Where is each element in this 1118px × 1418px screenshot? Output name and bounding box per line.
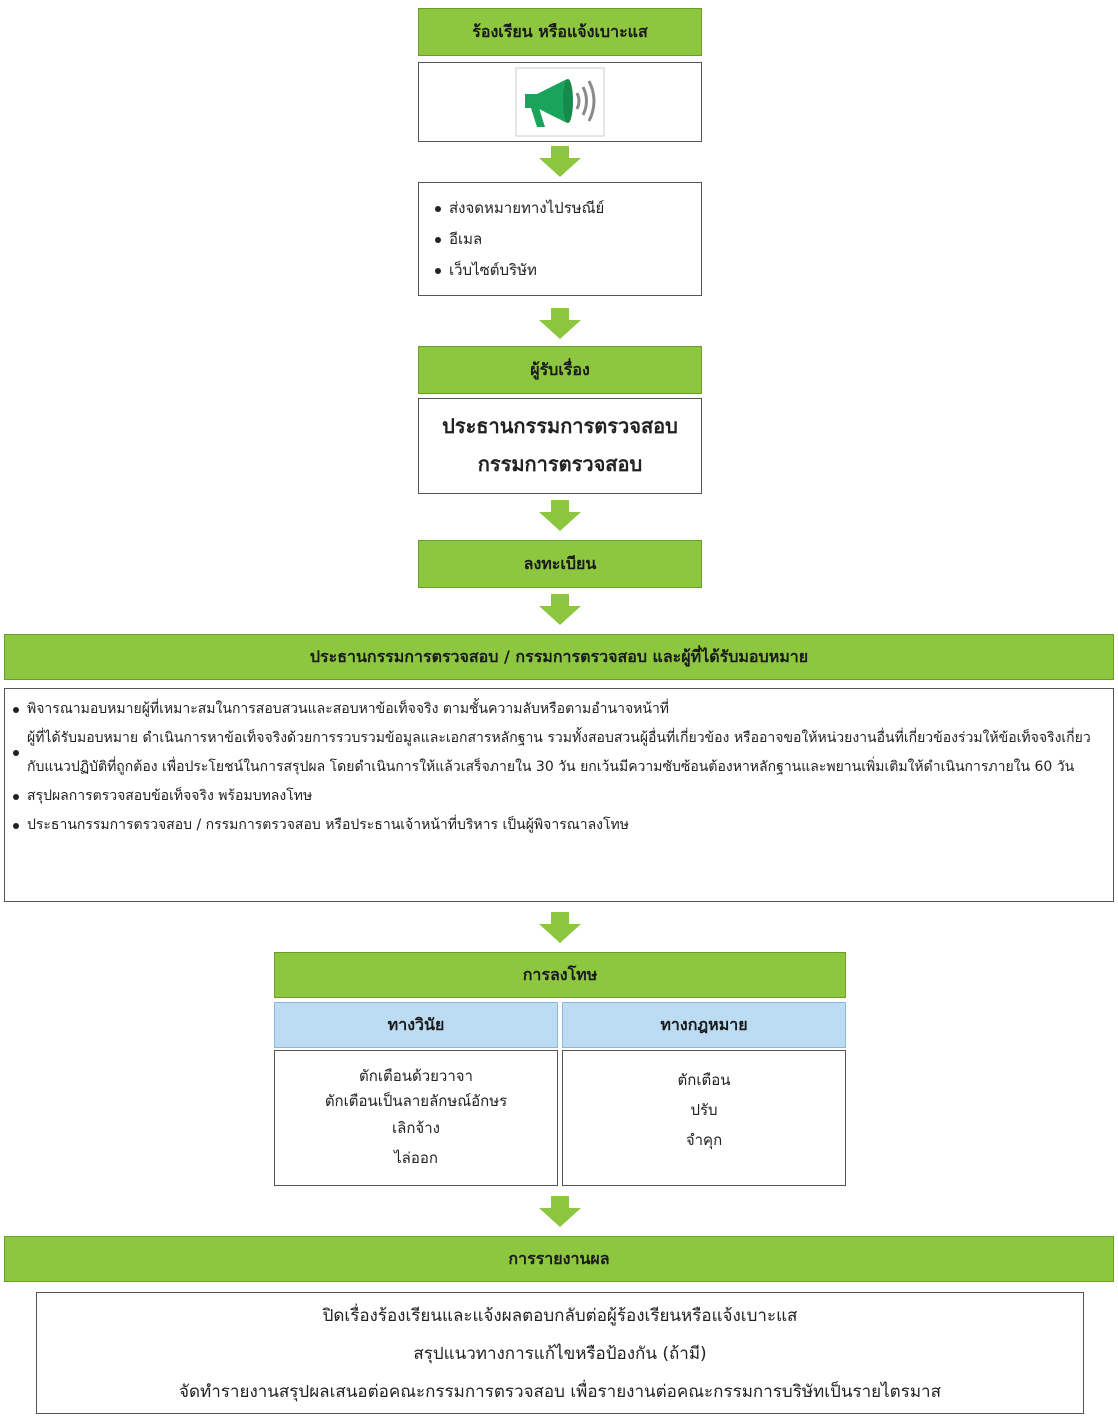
- assignee-header: ประธานกรรมการตรวจสอบ / กรรมการตรวจสอบ แล…: [4, 634, 1114, 680]
- report-line: ปิดเรื่องร้องเรียนและแจ้งผลตอบกลับต่อผู้…: [322, 1306, 798, 1326]
- receiver-line: กรรมการตรวจสอบ: [477, 452, 643, 476]
- report-title: การรายงานผล: [508, 1248, 610, 1268]
- disciplinary-item: ไล่ออก: [394, 1149, 438, 1167]
- megaphone-box: [418, 62, 702, 142]
- legal-item: ปรับ: [690, 1101, 718, 1119]
- down-arrow-icon: [539, 308, 581, 339]
- down-arrow-icon: [539, 500, 581, 531]
- process-item: ผู้ที่ได้รับมอบหมาย ดำเนินการหาข้อเท็จจร…: [11, 724, 1103, 782]
- penalty-header: การลงโทษ: [274, 952, 846, 998]
- complaint-title: ร้องเรียน หรือแจ้งเบาะแส: [472, 21, 648, 41]
- register-header: ลงทะเบียน: [418, 540, 702, 588]
- legal-item: ตักเตือน: [677, 1071, 731, 1089]
- legal-header: ทางกฎหมาย: [562, 1002, 846, 1048]
- legal-box: ตักเตือน ปรับ จำคุก: [562, 1050, 846, 1186]
- receiver-header: ผู้รับเรื่อง: [418, 346, 702, 394]
- receiver-box: ประธานกรรมการตรวจสอบ กรรมการตรวจสอบ: [418, 398, 702, 494]
- process-item: สรุปผลการตรวจสอบข้อเท็จจริง พร้อมบทลงโทษ: [11, 782, 1103, 811]
- channel-item: อีเมล: [433, 224, 701, 255]
- disciplinary-title: ทางวินัย: [387, 1014, 445, 1034]
- channel-item: ส่งจดหมายทางไปรษณีย์: [433, 193, 701, 224]
- disciplinary-item: ตักเตือนด้วยวาจา: [359, 1067, 473, 1085]
- disciplinary-item: ตักเตือนเป็นลายลักษณ์อักษร: [324, 1092, 508, 1110]
- down-arrow-icon: [539, 1196, 581, 1227]
- assignee-title: ประธานกรรมการตรวจสอบ / กรรมการตรวจสอบ แล…: [309, 646, 809, 666]
- report-header: การรายงานผล: [4, 1236, 1114, 1282]
- process-item: พิจารณามอบหมายผู้ที่เหมาะสมในการสอบสวนแล…: [11, 695, 1103, 724]
- channels-list: ส่งจดหมายทางไปรษณีย์ อีเมล เว็บไซต์บริษั…: [433, 193, 701, 286]
- register-title: ลงทะเบียน: [523, 553, 597, 573]
- report-line: สรุปแนวทางการแก้ไขหรือป้องกัน (ถ้ามี): [413, 1344, 707, 1364]
- receiver-title: ผู้รับเรื่อง: [530, 359, 590, 379]
- process-box: พิจารณามอบหมายผู้ที่เหมาะสมในการสอบสวนแล…: [4, 688, 1114, 902]
- channels-box: ส่งจดหมายทางไปรษณีย์ อีเมล เว็บไซต์บริษั…: [418, 182, 702, 296]
- megaphone-icon: [515, 67, 605, 137]
- down-arrow-icon: [539, 146, 581, 177]
- report-line: จัดทำรายงานสรุปผลเสนอต่อคณะกรรมการตรวจสอ…: [179, 1382, 941, 1402]
- down-arrow-icon: [539, 912, 581, 943]
- complaint-header: ร้องเรียน หรือแจ้งเบาะแส: [418, 8, 702, 56]
- penalty-title: การลงโทษ: [522, 964, 598, 984]
- legal-title: ทางกฎหมาย: [660, 1014, 748, 1034]
- receiver-line: ประธานกรรมการตรวจสอบ: [442, 414, 678, 438]
- disciplinary-box: ตักเตือนด้วยวาจา ตักเตือนเป็นลายลักษณ์อั…: [274, 1050, 558, 1186]
- process-list: พิจารณามอบหมายผู้ที่เหมาะสมในการสอบสวนแล…: [11, 695, 1103, 840]
- disciplinary-header: ทางวินัย: [274, 1002, 558, 1048]
- disciplinary-item: เลิกจ้าง: [392, 1119, 440, 1137]
- legal-item: จำคุก: [685, 1131, 723, 1149]
- report-box: ปิดเรื่องร้องเรียนและแจ้งผลตอบกลับต่อผู้…: [36, 1292, 1084, 1414]
- down-arrow-icon: [539, 594, 581, 625]
- process-item: ประธานกรรมการตรวจสอบ / กรรมการตรวจสอบ หร…: [11, 811, 1103, 840]
- channel-item: เว็บไซต์บริษัท: [433, 255, 701, 286]
